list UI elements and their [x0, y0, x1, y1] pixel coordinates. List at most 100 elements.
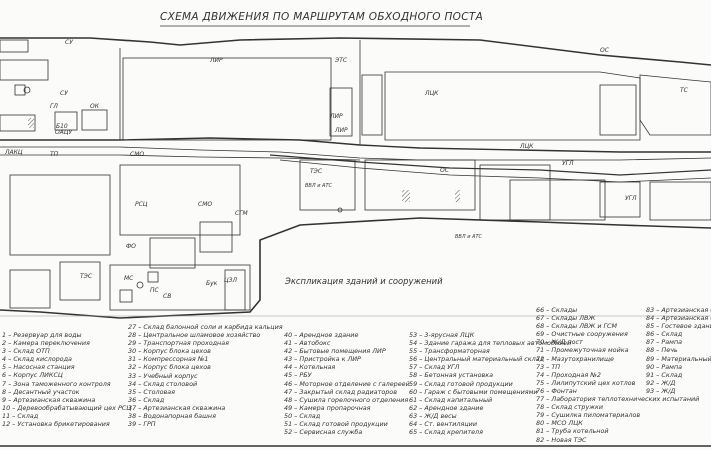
- legend-entry: 42 – Бытовые помещения ЛИР: [284, 347, 386, 356]
- label-lakc: ЛАКЦ: [4, 149, 23, 156]
- label-tp: ТП: [50, 151, 59, 158]
- legend-entry: 80 – МСО ЛЦК: [536, 419, 583, 428]
- label-b10: Б10: [56, 123, 68, 130]
- legend-entry: 46 – Моторное отделение с галереей: [284, 379, 410, 388]
- label-smo-road: СМО: [130, 151, 144, 158]
- legend-entry: 33 – Учебный корпус: [128, 371, 198, 380]
- legend-entry: 27 – Склад балонной соли и карбида кальц…: [128, 323, 283, 331]
- label-ugl-2: УГЛ: [625, 195, 637, 202]
- legend-entry: 75 – Лилипутский цех котлов: [536, 378, 636, 387]
- legend-entry: 36 – Склад: [128, 395, 165, 404]
- legend-entry: 56 – Центральный материальный склад: [409, 355, 544, 364]
- label-vvl: ВВЛ и АТС: [305, 183, 333, 189]
- legend-entry: 81 – Труба котельной: [536, 427, 609, 436]
- legend-entry: 72 – Мазутохранилище: [536, 354, 614, 363]
- legend-entry: 9 – Артезианская скважина: [2, 395, 96, 404]
- label-lik-road: ЛЦК: [519, 143, 534, 150]
- legend-entry: 52 – Сервисная служба: [284, 428, 363, 437]
- legend-entry: 89 – Материальный склад: [646, 354, 711, 363]
- legend-heading: Экспликация зданий и сооружений: [285, 276, 443, 286]
- legend-entry: 90 – Рампа: [646, 362, 683, 371]
- legend-entry: 73 – ТП: [536, 362, 561, 371]
- label-tes-main: ТЭС: [310, 168, 323, 175]
- legend-entry: 84 – Артезианская скважина: [646, 314, 711, 323]
- legend-entry: 11 – Склад: [2, 411, 39, 420]
- label-ets: ЭТС: [334, 57, 348, 64]
- label-smo-building: СМО: [198, 201, 212, 208]
- legend-entry: 51 – Склад готовой продукции: [284, 420, 388, 429]
- label-rsc: РСЦ: [135, 201, 148, 208]
- legend-entry: 48 – Сушила горелочного отделения: [284, 395, 409, 404]
- label-mc: МС: [124, 275, 134, 282]
- label-os-mid: ОС: [440, 167, 450, 174]
- legend-entry: 43 – Пристройка к ЛИР: [284, 355, 361, 364]
- legend-entry: 93 – Ж/Д: [646, 386, 676, 395]
- legend-entry: 38 – Водонапорная башня: [128, 412, 216, 421]
- label-lir-side: ЛИР: [329, 113, 343, 120]
- legend-entry: 41 – Автобокс: [284, 339, 331, 348]
- legend-entry: 54 – Здание гаража для тепловых автомоби…: [409, 339, 572, 348]
- legend-entry: 10 – Деревообрабатывающий цех РСЦ: [2, 403, 132, 412]
- legend-entry: 85 – Гостевое здание: [646, 322, 711, 331]
- legend-entry: 66 – Склады: [536, 306, 578, 314]
- legend-entry: 12 – Установка брикетирования: [2, 420, 110, 429]
- legend-entry: 77 – Лаборатория теплотехнических испыта…: [536, 395, 700, 404]
- legend-entry: 39 – ГРП: [128, 420, 156, 429]
- legend-entry: 55 – Трансформаторная: [409, 347, 490, 356]
- label-gl: ГЛ: [50, 103, 58, 110]
- legend-entry: 4 – Склад кислорода: [2, 355, 72, 364]
- legend-entry: 71 – Промежуточная мойка: [536, 346, 629, 355]
- label-os-top: ОС: [600, 47, 610, 54]
- legend-entry: 34 – Склад столовой: [128, 379, 198, 388]
- legend-entry: 86 – Склад: [646, 330, 683, 339]
- legend-entry: 78 – Склад стружки: [536, 403, 604, 412]
- legend-entry: 40 – Арендное здание: [284, 331, 359, 339]
- legend-entry: 91 – Склад: [646, 370, 683, 379]
- legend-entry: 3 – Склад ОТП: [2, 347, 50, 356]
- legend-entry: 76 – Фонтан: [536, 386, 577, 395]
- legend-entry: 37 – Артезианская скважина: [128, 403, 226, 412]
- label-ps: ПС: [150, 287, 160, 294]
- legend-entry: 32 – Корпус блока цехов: [128, 363, 211, 372]
- legend-entry: 88 – Печь: [646, 346, 678, 355]
- legend-entry: 67 – Склады ЛВЖ: [536, 314, 596, 323]
- legend-entry: 82 – Новая ТЭС: [536, 435, 587, 444]
- legend-entry: 5 – Насосная станция: [2, 363, 75, 372]
- legend-entry: 74 – Проходная №2: [536, 370, 601, 379]
- legend-entry: 47 – Закрытый склад радиаторов: [284, 387, 397, 396]
- legend-entry: 57 – Склад УГЛ: [409, 363, 460, 372]
- label-lik: ЛЦК: [424, 90, 439, 97]
- legend-entry: 30 – Корпус блока цехов: [128, 347, 211, 356]
- legend-entry: 69 – Очистные сооружения: [536, 330, 628, 339]
- legend-entry: 28 – Центральное шламовое хозяйство: [128, 331, 261, 340]
- label-tes-south: ТЭС: [80, 273, 93, 280]
- legend-entry: 60 – Гараж с бытовыми помещениями: [409, 387, 538, 396]
- legend-entry: 63 – Ж/Д весы: [409, 411, 457, 420]
- legend-entry: 59 – Склад готовой продукции: [409, 379, 513, 388]
- label-lir-annex: ЛИР: [334, 127, 348, 134]
- legend-entry: 49 – Камера пропарочная: [284, 403, 371, 412]
- legend-entry: 29 – Транспортная проходная: [128, 339, 229, 348]
- legend-entry: 58 – Бетонная установка: [409, 371, 494, 380]
- legend-entry: 70 – Ж/Д пост: [536, 338, 583, 347]
- legend-entry: 62 – Арендное здание: [409, 403, 484, 412]
- label-buk: Бук: [206, 280, 218, 287]
- diagram-title: СХЕМА ДВИЖЕНИЯ ПО МАРШРУТАМ ОБХОДНОГО ПО…: [160, 11, 484, 23]
- legend-entry: 31 – Компрессорная №1: [128, 355, 209, 364]
- label-ugl-1: УГЛ: [562, 160, 574, 167]
- label-ok: ОК: [90, 103, 100, 110]
- label-fo: ФО: [126, 243, 136, 250]
- legend-entry: 6 – Корпус ЛИКСЦ: [2, 371, 63, 380]
- legend-entry: 79 – Сушилка пиломатериалов: [536, 411, 641, 420]
- legend-entry: 53 – 3-ярусная ЛЦК: [409, 331, 475, 339]
- legend-entry: 68 – Склады ЛВЖ и ГСМ: [536, 322, 618, 331]
- legend-entry: 8 – Десантный участок: [2, 387, 80, 396]
- legend-entry: 45 – РБУ: [284, 371, 312, 380]
- label-czl: ЦЗЛ: [224, 277, 238, 284]
- label-sv: СВ: [163, 293, 171, 300]
